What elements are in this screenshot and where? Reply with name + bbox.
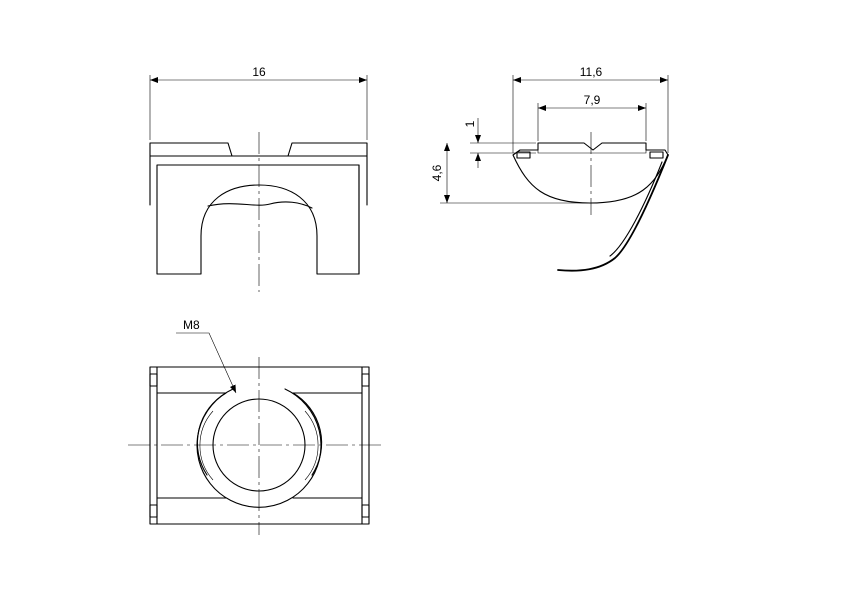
dimension-side-step-label: 1: [463, 120, 477, 127]
front-view: 16: [149, 65, 368, 292]
dimension-side-width-outer-label: 11,6: [580, 65, 603, 79]
callout-thread-label: M8: [183, 318, 200, 332]
dimension-side-height-label: 4,6: [430, 164, 444, 181]
top-view-outline: [149, 366, 370, 525]
dimension-side-height: 4,6: [430, 143, 588, 204]
callout-thread: M8: [176, 318, 237, 394]
top-view: M8: [128, 318, 385, 535]
leaf-spring: [557, 154, 669, 272]
side-view: 11,6 7,9 1 4,6: [430, 65, 669, 272]
dimension-side-width-inner-label: 7,9: [584, 93, 601, 107]
dimension-side-width-outer: 11,6: [512, 65, 669, 153]
dimension-front-width: 16: [149, 65, 368, 140]
leaf-spring-inner: [609, 161, 663, 257]
dimension-front-width-label: 16: [252, 65, 266, 79]
front-view-outline: [149, 142, 368, 275]
dimension-side-step: 1: [463, 118, 536, 168]
threaded-hole: [196, 388, 323, 508]
side-view-outline: [512, 142, 669, 204]
dimension-side-width-inner: 7,9: [537, 93, 647, 141]
